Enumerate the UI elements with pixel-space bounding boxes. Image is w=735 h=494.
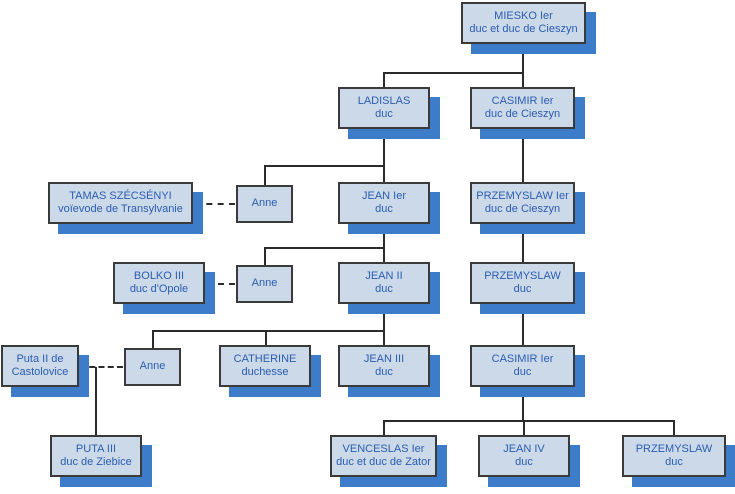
node-title: JEAN Ier [361,189,406,202]
node-jean-iv[interactable]: JEAN IV duc [478,435,570,477]
node-subtitle: duc d'Opole [129,283,189,295]
connector-to-jean1 [383,165,385,184]
node-casimir-i-cieszyn[interactable]: CASIMIR Ier duc de Cieszyn [470,87,575,129]
node-przemyslaw-2[interactable]: PRZEMYSLAW duc [622,435,726,477]
connector-jean2-down [383,304,385,332]
connector-to-ladislas [383,72,385,89]
node-subtitle: voïevode de Transylvanie [58,203,183,215]
connector-to-jean4 [523,420,525,436]
node-ladislas[interactable]: LADISLAS duc [338,87,430,129]
node-subtitle: duc de Cieszyn [484,108,561,120]
node-title: JEAN II [365,269,403,282]
connector-to-anne3 [152,330,154,349]
node-subtitle: duc [375,108,393,120]
node-title: BOLKO III [133,269,185,282]
connector-casimir1-przemyslaw1 [522,129,524,184]
node-puta-iii[interactable]: PUTA III duc de Ziebice [50,435,142,477]
node-title: PRZEMYSLAW Ier [476,189,569,202]
node-title: Anne [139,360,166,373]
node-subtitle: duc [375,366,393,378]
connector-to-casimir1 [522,72,524,89]
connector-gen1-bar [383,72,524,74]
node-tamas-szecsenyi[interactable]: TAMAS SZÉCSÉNYI voïevode de Transylvanie [48,182,193,224]
connector-to-jean2 [383,247,385,263]
node-jean-iii[interactable]: JEAN III duc [338,345,430,387]
node-jean-i[interactable]: JEAN Ier duc [338,182,430,224]
connector-gen3-bar [264,247,385,249]
node-subtitle: duc [513,283,532,295]
node-przemyslaw[interactable]: PRZEMYSLAW duc [470,262,575,304]
node-anne-1[interactable]: Anne [236,185,293,223]
connector-casimir1b-down [522,387,524,422]
connector-miesko-down [522,44,524,74]
node-puta-ii-castolovice[interactable]: Puta II de Castolovice [1,345,79,387]
node-bolko-iii[interactable]: BOLKO III duc d'Opole [113,262,205,304]
node-anne-2[interactable]: Anne [236,265,293,303]
node-przemyslaw-i-cieszyn[interactable]: PRZEMYSLAW Ier duc de Cieszyn [470,182,575,224]
node-title: TAMAS SZÉCSÉNYI [69,189,172,202]
node-title: PRZEMYSLAW [484,269,561,282]
node-subtitle: duc [665,456,683,468]
connector-gen4-bar [152,330,385,332]
connector-jean1-down [383,224,385,249]
marriage-link-tamas-anne [195,203,235,205]
node-title: LADISLAS [357,94,411,107]
node-title: JEAN IV [503,442,545,455]
connector-to-jean3 [383,330,385,346]
node-title: CATHERINE [233,352,297,365]
connector-to-venceslas [383,420,385,436]
node-subtitle: duc [375,203,393,215]
node-title: CASIMIR Ier [491,352,554,365]
node-title: Anne [251,197,278,210]
node-subtitle: duc de Cieszyn [484,203,561,215]
connector-puta3-up [95,367,97,436]
connector-to-przemyslaw3 [673,420,675,436]
node-title: MIESKO Ier [494,9,553,22]
node-subtitle: duc de Ziebice [60,456,132,468]
node-subtitle: duc [515,456,533,468]
connector-przemyslaw2-casimir1b [522,304,524,347]
connector-gen2-bar [264,165,385,167]
connector-ladislas-down [383,129,385,167]
marriage-link-puta-anne [80,366,123,368]
node-subtitle: duc [513,366,532,378]
node-mieszko-i[interactable]: MIESKO Ier duc et duc de Cieszyn [461,2,586,44]
node-jean-ii[interactable]: JEAN II duc [338,262,430,304]
node-casimir-i[interactable]: CASIMIR Ier duc [470,345,575,387]
marriage-link-bolko-anne [207,283,235,285]
node-subtitle: Castolovice [11,366,69,378]
connector-gen5-bar [383,420,674,422]
node-title: Anne [251,277,278,290]
connector-to-anne2 [264,247,266,266]
node-subtitle: duc et duc de Zator [336,456,431,468]
node-venceslas-i[interactable]: VENCESLAS Ier duc et duc de Zator [330,435,437,477]
node-title: VENCESLAS Ier [342,442,425,455]
node-title: CASIMIR Ier [491,94,554,107]
node-title: Puta II de [16,352,64,365]
connector-to-catherine [265,330,267,346]
node-subtitle: duc et duc de Cieszyn [469,23,578,35]
node-catherine[interactable]: CATHERINE duchesse [219,345,311,387]
node-anne-3[interactable]: Anne [124,348,181,386]
node-title: JEAN III [363,352,405,365]
node-subtitle: duc [375,283,393,295]
connector-to-anne1 [264,165,266,186]
connector-przemyslaw1-przemyslaw2 [522,224,524,264]
node-subtitle: duchesse [241,366,289,378]
node-title: PUTA III [75,442,117,455]
node-title: PRZEMYSLAW [635,442,713,455]
